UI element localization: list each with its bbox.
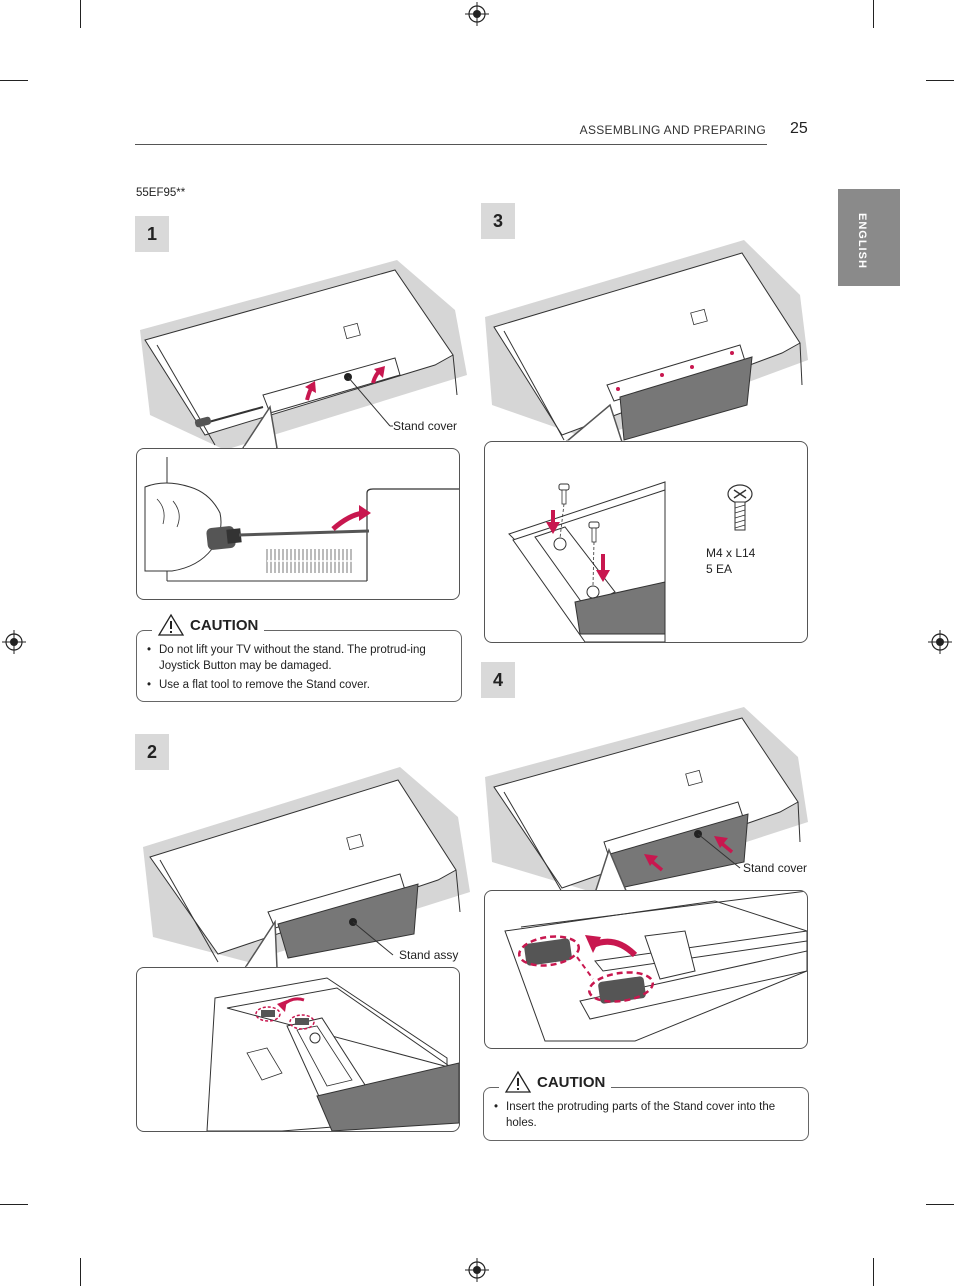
warning-triangle-icon (157, 613, 185, 636)
registration-mark-icon (465, 1258, 489, 1282)
crop-mark (0, 1204, 28, 1205)
stand-assy-detail (206, 977, 459, 1131)
caution-box-1: Do not lift your TV without the stand. T… (136, 630, 462, 702)
step-4-badge: 4 (481, 662, 515, 698)
page-number: 25 (790, 120, 808, 137)
caution-1-title: CAUTION (190, 616, 259, 634)
step-1-tv-illustration (140, 260, 467, 450)
step-3-tv-illustration (485, 240, 808, 441)
step-1-detail-box (136, 448, 460, 600)
crop-mark (873, 1258, 874, 1286)
caution-2-title: CAUTION (537, 1073, 606, 1091)
screw-quantity: 5 EA (706, 562, 733, 576)
registration-mark-icon (928, 630, 952, 654)
language-tab: ENGLISH (838, 189, 900, 286)
language-tab-label: ENGLISH (856, 213, 868, 269)
screw-install-detail (508, 481, 753, 642)
caution-1-item: Do not lift your TV without the stand. T… (147, 642, 447, 674)
step-2-badge: 2 (135, 734, 169, 770)
crop-mark (873, 0, 874, 28)
crop-mark (80, 0, 81, 28)
registration-mark-icon (465, 2, 489, 26)
step-2-tv-illustration (143, 767, 470, 963)
stand-cover-insert-detail (504, 891, 807, 1042)
screwdriver-detail (144, 457, 459, 582)
crop-mark (0, 80, 28, 81)
warning-triangle-icon (504, 1070, 532, 1093)
screw-size: M4 x L14 (706, 546, 756, 560)
caution-1-heading: CAUTION (152, 613, 265, 636)
step-2-detail-box (136, 967, 460, 1132)
step-3-detail-box: M4 x L14 5 EA (484, 441, 808, 643)
caution-1-item: Use a flat tool to remove the Stand cove… (147, 677, 447, 693)
caution-2-heading: CAUTION (499, 1070, 612, 1093)
step-1-detail-pointer (241, 404, 278, 450)
section-title: ASSEMBLING AND PREPARING (579, 123, 766, 137)
model-number: 55EF95** (136, 187, 186, 199)
step-4-detail-pointer (593, 847, 629, 895)
crop-mark (926, 1204, 954, 1205)
step-3-detail-pointer (563, 403, 624, 444)
crop-mark (926, 80, 954, 81)
registration-mark-icon (2, 630, 26, 654)
step-1-callout: Stand cover (393, 419, 458, 433)
step-1-badge: 1 (135, 216, 169, 252)
step-4-tv-illustration (485, 707, 808, 893)
header-divider (135, 144, 767, 145)
crop-mark (80, 1258, 81, 1286)
step-2-callout: Stand assy (399, 948, 459, 962)
caution-2-item: Insert the protruding parts of the Stand… (494, 1099, 794, 1131)
caution-box-2: Insert the protruding parts of the Stand… (483, 1087, 809, 1141)
step-4-callout: Stand cover (743, 861, 808, 875)
step-3-badge: 3 (481, 203, 515, 239)
step-2-detail-pointer (243, 919, 278, 970)
step-4-detail-box (484, 890, 808, 1049)
